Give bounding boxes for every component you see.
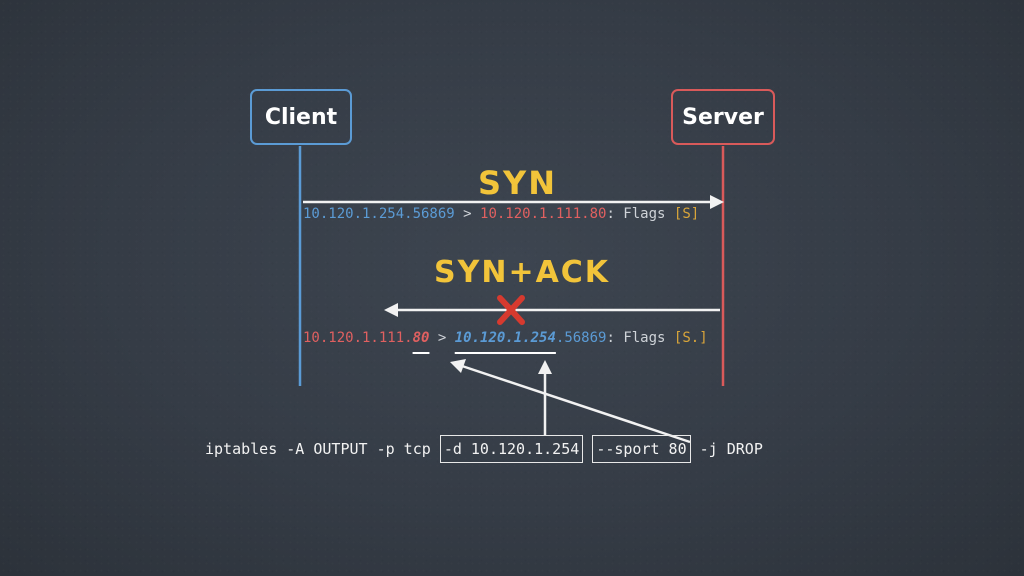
syn-dst: 10.120.1.111.80 (480, 206, 607, 222)
dest-pointer-arrow (538, 360, 552, 436)
synack-src-ip: 10.120.1.111. (303, 330, 413, 346)
syn-packet-line: 10.120.1.254.56869 > 10.120.1.111.80: Fl… (303, 206, 699, 222)
synack-arrow (384, 303, 720, 317)
client-node: Client (250, 89, 352, 145)
command-prefix: iptables -A OUTPUT -p tcp (205, 440, 440, 458)
synack-sep: > (429, 330, 455, 346)
syn-flags: [S] (673, 206, 700, 222)
client-label: Client (264, 104, 338, 130)
synack-packet-line: 10.120.1.111.80 > 10.120.1.254.56869: Fl… (303, 330, 708, 346)
syn-src: 10.120.1.254.56869 (303, 206, 455, 222)
syn-flags-prefix: : Flags (606, 206, 674, 222)
sport-pointer-arrow (450, 359, 691, 444)
iptables-command: iptables -A OUTPUT -p tcp -d 10.120.1.25… (205, 435, 763, 463)
synack-src-port: 80 (412, 330, 430, 346)
synack-flags-prefix: : Flags (606, 330, 674, 346)
syn-arrow (303, 195, 724, 209)
command-suffix: -j DROP (690, 440, 763, 458)
sport-rule-box: --sport 80 (592, 435, 691, 463)
syn-sep: > (454, 206, 481, 222)
synack-dst-port: .56869 (555, 330, 607, 346)
synack-flags: [S.] (673, 330, 708, 346)
dest-rule-box: -d 10.120.1.254 (439, 435, 584, 463)
synack-label: SYN+ACK (434, 255, 611, 290)
server-label: Server (682, 104, 764, 130)
synack-dst-ip: 10.120.1.254 (454, 330, 556, 346)
server-node: Server (671, 89, 775, 145)
x-mark-icon (497, 295, 525, 325)
syn-label: SYN (478, 164, 557, 202)
